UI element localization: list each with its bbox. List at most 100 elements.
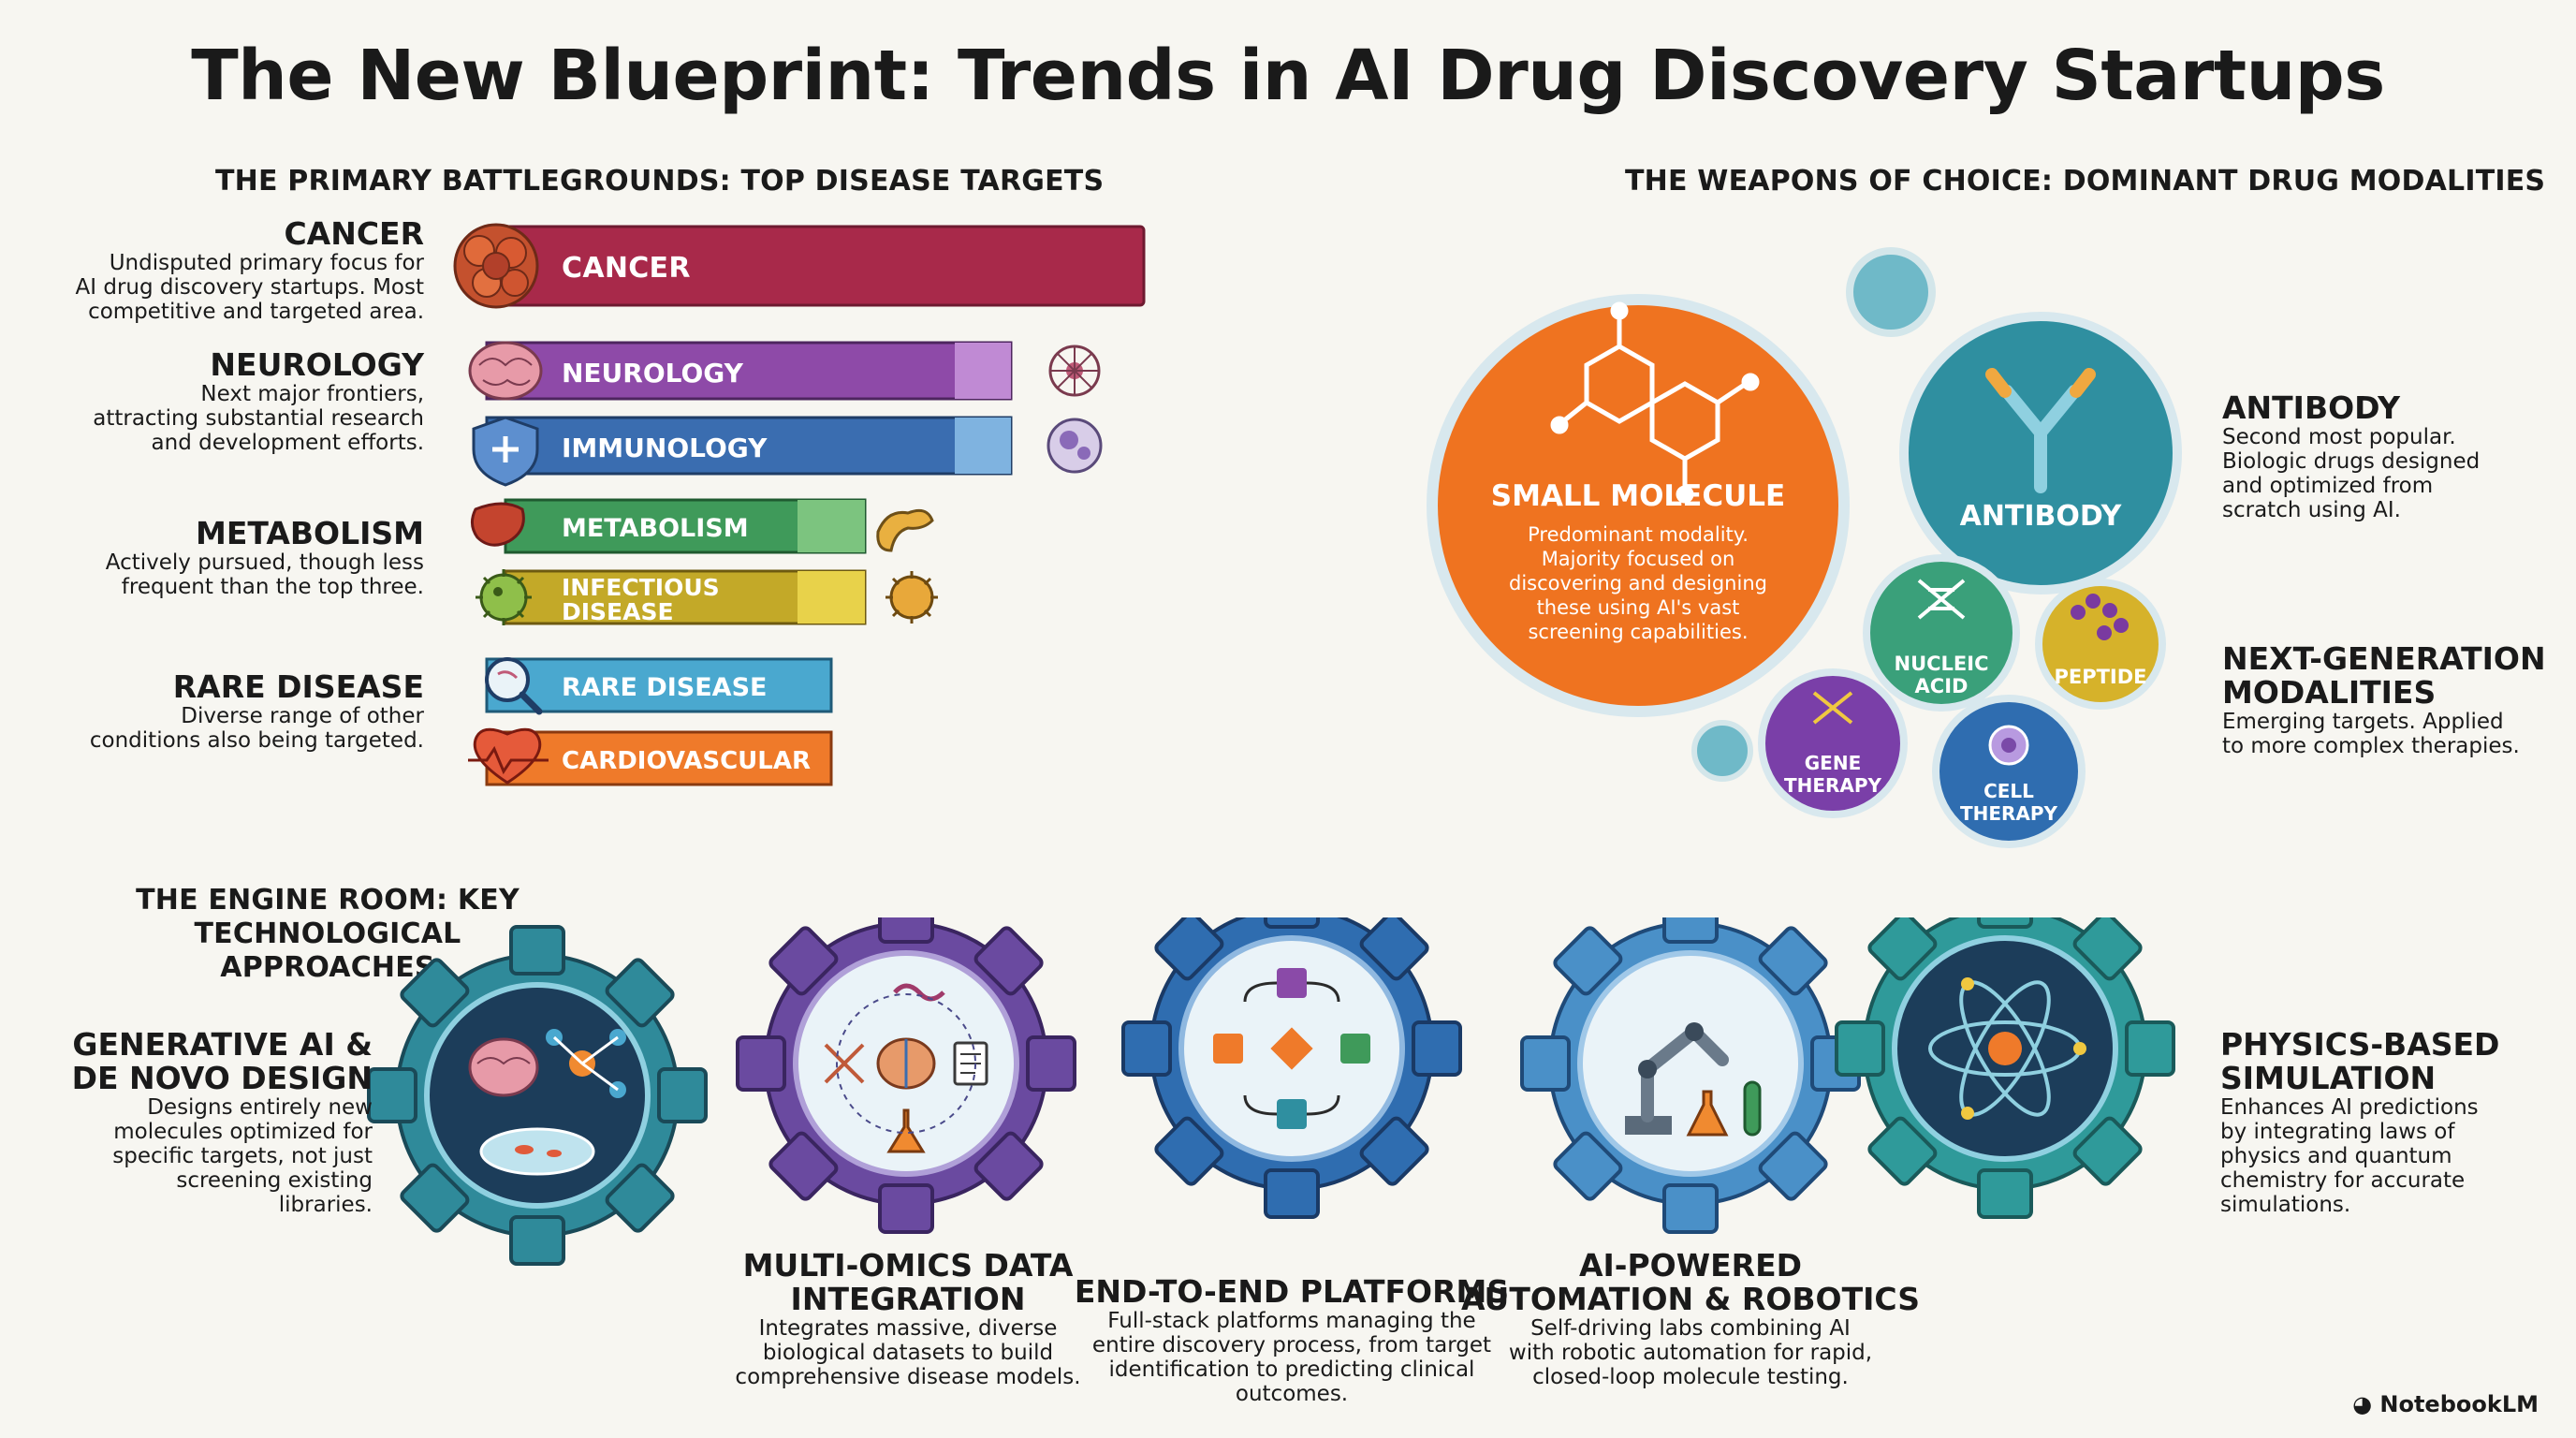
tech-generative-desc-5: libraries.	[278, 1193, 373, 1217]
antibody-text-desc-3: and optimized from	[2222, 474, 2434, 498]
cell-icon	[1988, 725, 2029, 766]
gear-generative-ai	[367, 925, 708, 1266]
tech-physics-desc-4: chemistry for accurate	[2220, 1168, 2466, 1193]
tech-section-title-2: TECHNOLOGICAL APPROACHES	[194, 917, 461, 984]
group-neurology-desc-2: attracting substantial research	[93, 406, 424, 431]
antibody-text-desc-1: Second most popular.	[2222, 425, 2456, 449]
ai-brain-icon	[468, 1037, 539, 1097]
tech-generative-title-2: DE NOVO DESIGN	[71, 1060, 373, 1096]
antibody-icon	[1985, 368, 2096, 493]
immune-cell-icon	[1046, 418, 1103, 474]
nucleic-acid-label-2: ACID	[1915, 675, 1969, 697]
process-step-right-icon	[1340, 1034, 1370, 1064]
group-cancer-desc-2: AI drug discovery startups. Most	[75, 275, 424, 300]
peptide-bubble	[2035, 579, 2166, 710]
tech-multiomics-desc-2: biological datasets to build	[762, 1341, 1054, 1365]
tech-endtoend-desc-3: identification to predicting clinical	[1108, 1357, 1475, 1382]
heart-pulse-icon	[468, 727, 549, 785]
flask-icon	[886, 1108, 926, 1153]
magnifier-icon	[485, 657, 543, 715]
antibody-text-block: ANTIBODY Second most popular. Biologic d…	[2222, 389, 2540, 523]
small-molecule-desc-1: Predominant modality.	[1528, 523, 1749, 546]
tech-endtoend-desc-1: Full-stack platforms managing the	[1107, 1309, 1476, 1333]
virus-icon-green	[476, 569, 532, 625]
gear-multi-omics	[736, 917, 1076, 1234]
cell-therapy-label-2: THERAPY	[1960, 802, 2058, 825]
petri-dish-icon	[479, 1127, 595, 1176]
deco-bubble-bottom	[1691, 720, 1753, 782]
disease-section-title: THE PRIMARY BATTLEGROUNDS: TOP DISEASE T…	[215, 165, 1105, 198]
dna-strand-icon	[824, 1043, 865, 1084]
small-molecule-bubble	[1427, 294, 1850, 717]
small-molecule-desc-4: these using AI's vast	[1537, 596, 1740, 619]
group-metabolism-title: METABOLISM	[196, 515, 424, 551]
tech-multiomics-desc-3: comprehensive disease models.	[735, 1365, 1081, 1389]
brain-icon	[468, 341, 543, 401]
bar-immunology-label: IMMUNOLOGY	[562, 433, 768, 463]
peptide-label: PEPTIDE	[2054, 666, 2146, 688]
group-neurology-title: NEUROLOGY	[210, 346, 424, 383]
nextgen-text-title-1: NEXT-GENERATION	[2222, 640, 2546, 677]
gene-therapy-label-1: GENE	[1805, 752, 1861, 774]
nextgen-text-title-2: MODALITIES	[2222, 674, 2437, 711]
bar-cancer-label: CANCER	[562, 252, 691, 285]
pancreas-icon	[876, 508, 934, 552]
bar-immunology: IMMUNOLOGY	[485, 416, 1013, 476]
tech-automation-text: AI-POWERED AUTOMATION & ROBOTICS Self-dr…	[1456, 1249, 1925, 1390]
tech-generative-desc-3: specific targets, not just	[112, 1144, 373, 1168]
bar-neurology: NEUROLOGY	[485, 341, 1013, 401]
peptide-chain-icon	[2071, 594, 2129, 640]
shield-icon	[472, 416, 539, 487]
tech-multiomics-text: MULTI-OMICS DATA INTEGRATION Integrates …	[674, 1247, 1142, 1390]
antibody-text-title: ANTIBODY	[2222, 389, 2401, 426]
tech-physics-desc-2: by integrating laws of	[2220, 1120, 2455, 1144]
small-molecule-desc-3: discovering and designing	[1509, 572, 1767, 594]
bar-infectious-label-1: INFECTIOUS	[562, 574, 720, 601]
tech-generative-title-1: GENERATIVE AI &	[72, 1026, 373, 1063]
group-metabolism: METABOLISM Actively pursued, though less…	[56, 515, 424, 600]
disease-bars-lower: METABOLISM INFECTIOUS DISEASE RARE DISEA…	[468, 498, 938, 786]
beaker-icon	[1686, 1090, 1729, 1137]
bar-infectious: INFECTIOUS DISEASE	[504, 569, 867, 625]
tech-physics-desc-1: Enhances AI predictions	[2220, 1095, 2479, 1120]
cell-therapy-bubble	[1932, 695, 2086, 848]
notebooklm-brand: ◕ NotebookLM	[2352, 1391, 2539, 1417]
disease-bars: CANCER NEUROLOGY IMMUNOLOGY	[453, 223, 1146, 487]
deco-bubble-top	[1846, 247, 1936, 337]
protein-icon	[893, 983, 945, 1002]
page-title: The New Blueprint: Trends in AI Drug Dis…	[191, 36, 2385, 116]
bar-neurology-label: NEUROLOGY	[562, 358, 744, 389]
antibody-bubble-title: ANTIBODY	[1960, 500, 2123, 533]
bar-rare-disease-label: RARE DISEASE	[562, 673, 767, 702]
bar-rare-disease: RARE DISEASE	[485, 657, 833, 713]
tech-generative-desc-1: Designs entirely new	[147, 1095, 373, 1120]
gear-automation	[1520, 917, 1861, 1234]
tech-generative-text: GENERATIVE AI & DE NOVO DESIGN Designs e…	[56, 1026, 373, 1218]
tech-physics-title-1: PHYSICS-BASED	[2220, 1026, 2500, 1063]
gene-therapy-label-2: THERAPY	[1784, 774, 1882, 797]
small-molecule-desc-2: Majority focused on	[1542, 548, 1735, 570]
bar-metabolism-label: METABOLISM	[562, 514, 749, 543]
liver-icon	[471, 502, 525, 547]
group-neurology-desc-1: Next major frontiers,	[200, 382, 424, 406]
tech-section-title: THE ENGINE ROOM: KEY TECHNOLOGICAL APPRO…	[131, 884, 524, 985]
virus-icon-orange	[886, 571, 938, 624]
process-step-left-icon	[1213, 1034, 1243, 1064]
group-metabolism-desc-1: Actively pursued, though less	[105, 550, 424, 575]
group-cancer: CANCER Undisputed primary focus for AI d…	[56, 217, 424, 325]
molecule-icon	[1550, 301, 1760, 504]
dna-icon	[1917, 579, 1966, 620]
gene-therapy-bubble	[1758, 668, 1908, 818]
tech-automation-title-2: AUTOMATION & ROBOTICS	[1461, 1281, 1920, 1317]
tech-endtoend-text: END-TO-END PLATFORMS Full-stack platform…	[1058, 1275, 1526, 1407]
tech-automation-desc-1: Self-driving labs combining AI	[1530, 1316, 1851, 1341]
group-rare-desc-1: Diverse range of other	[181, 704, 424, 728]
tech-multiomics-title-1: MULTI-OMICS DATA	[742, 1247, 1074, 1284]
tech-endtoend-desc-2: entire discovery process, from target	[1091, 1333, 1492, 1357]
tech-physics-desc-3: physics and quantum	[2220, 1144, 2452, 1168]
tech-endtoend-desc-4: outcomes.	[1235, 1382, 1349, 1406]
group-cancer-desc-1: Undisputed primary focus for	[109, 251, 424, 275]
robot-arm-icon	[1625, 1022, 1729, 1135]
atom-nucleus-icon	[1988, 1032, 2022, 1065]
bar-infectious-label-2: DISEASE	[562, 598, 674, 625]
